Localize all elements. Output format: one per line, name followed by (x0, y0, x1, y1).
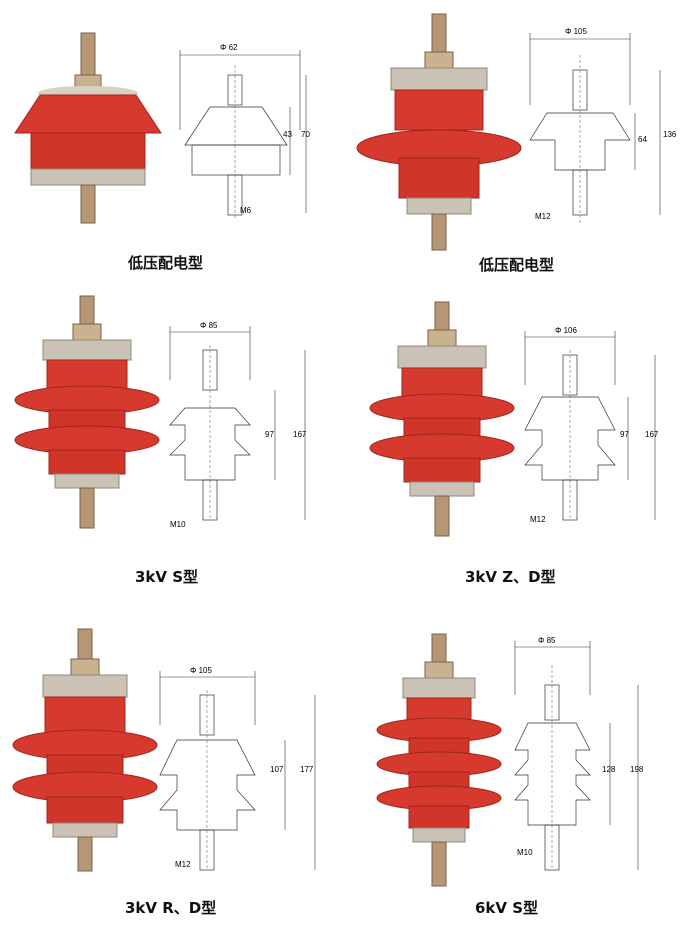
product-caption: 低压配电型 (479, 256, 555, 274)
diameter-label: Φ 85 (538, 636, 556, 645)
inner-dimension-label: 97 (265, 430, 274, 439)
diameter-label: Φ 85 (200, 321, 218, 330)
outer-dimension-label: 167 (645, 430, 659, 439)
dimension-drawing (179, 50, 307, 220)
arrester-photo (12, 628, 158, 872)
arrester-photo (369, 301, 515, 537)
dimension-drawing (514, 641, 639, 871)
outer-dimension-label: 198 (630, 765, 644, 774)
product-6kv-s: Φ 85 128 198 M10 6kV S型 (345, 615, 690, 925)
thread-label: M10 (170, 520, 186, 529)
inner-dimension-label: 128 (602, 765, 616, 774)
product-caption: 3kV R、D型 (125, 899, 217, 917)
product-3kv-zd: Φ 106 97 167 M12 3kV Z、D型 (345, 300, 690, 600)
thread-label: M12 (530, 515, 546, 524)
thread-label: M6 (240, 206, 252, 215)
inner-dimension-label: 97 (620, 430, 629, 439)
diameter-label: Φ 105 (565, 27, 587, 36)
diameter-label: Φ 106 (555, 326, 577, 335)
outer-dimension-label: 167 (293, 430, 307, 439)
product-caption: 6kV S型 (475, 899, 539, 917)
product-caption: 3kV Z、D型 (465, 568, 556, 586)
outer-dimension-label: 70 (301, 130, 310, 139)
product-low-voltage-cone: Φ 62 43 70 M6 低压配电型 (0, 0, 345, 300)
dimension-drawing (159, 671, 316, 871)
thread-label: M12 (535, 212, 551, 221)
dimension-drawing (524, 331, 656, 521)
product-caption: 低压配电型 (128, 254, 204, 272)
diameter-label: Φ 62 (220, 43, 238, 52)
arrester-photo (14, 32, 162, 224)
product-caption: 3kV S型 (135, 568, 199, 586)
outer-dimension-label: 177 (300, 765, 314, 774)
thread-label: M10 (517, 848, 533, 857)
inner-dimension-label: 43 (283, 130, 292, 139)
arrester-photo (376, 633, 502, 887)
dimension-drawing (529, 33, 661, 225)
thread-label: M12 (175, 860, 191, 869)
dimension-drawing (169, 326, 306, 521)
product-3kv-rd: Φ 105 107 177 M12 3kV R、D型 (0, 615, 345, 925)
outer-dimension-label: 136 (663, 130, 677, 139)
product-3kv-s: Φ 85 97 167 M10 3kV S型 (0, 295, 345, 600)
inner-dimension-label: 107 (270, 765, 284, 774)
product-low-voltage-oneshed: Φ 105 64 136 M12 低压配电型 (345, 0, 690, 300)
arrester-photo (356, 13, 522, 251)
diameter-label: Φ 105 (190, 666, 212, 675)
arrester-photo (14, 295, 160, 529)
inner-dimension-label: 64 (638, 135, 647, 144)
